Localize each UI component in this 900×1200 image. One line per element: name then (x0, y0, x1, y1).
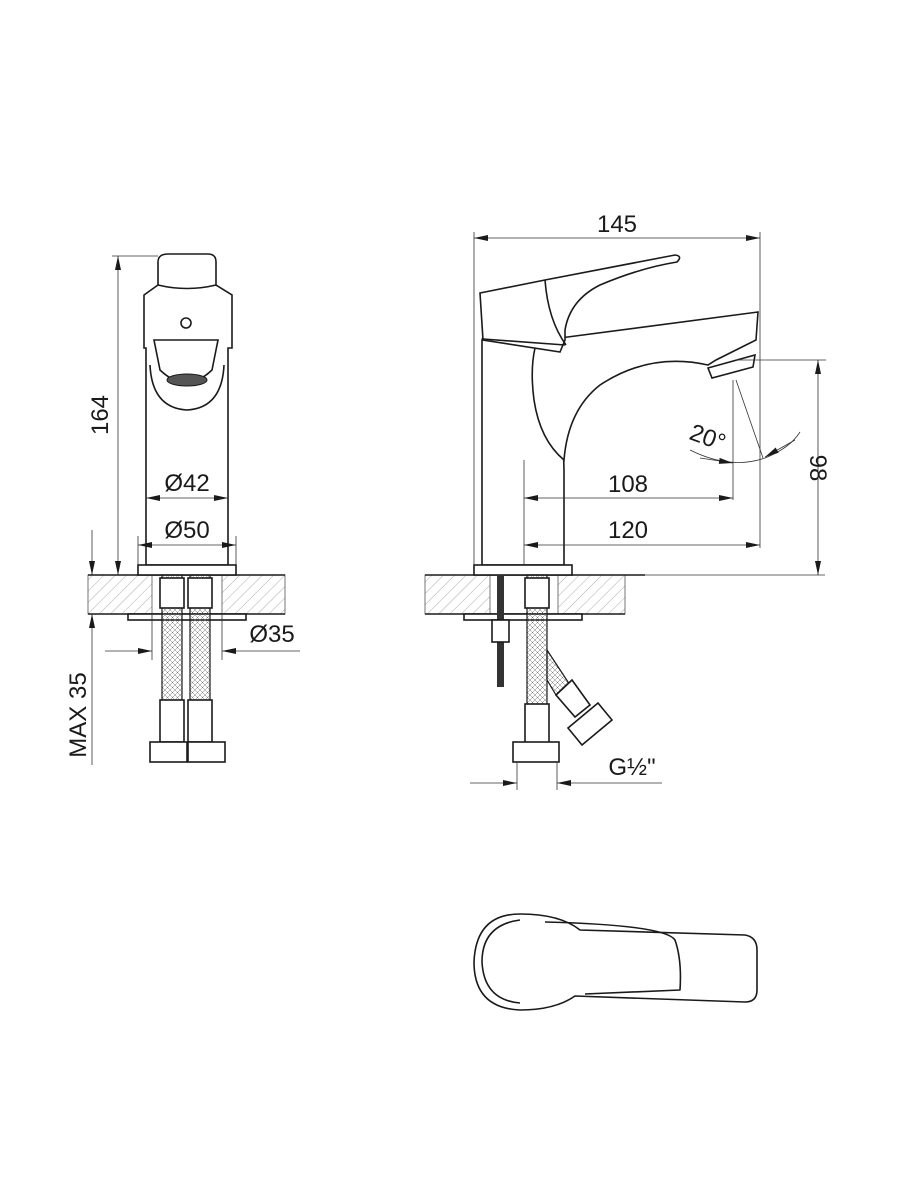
spout-height-label: 98 (804, 455, 831, 482)
faucet-top-outline (473, 913, 758, 1011)
countertop-section-right (221, 574, 286, 615)
height-dimension-label: 164 (87, 395, 114, 435)
front-view: 164 Ø42 Ø50 Ø35 MAX 35 (65, 253, 300, 765)
hole-diameter-label: Ø35 (249, 621, 294, 648)
lever-handle-side (479, 254, 681, 353)
aerator-side (706, 353, 756, 379)
connection-thread-label: G½" (608, 754, 655, 781)
supply-hoses-side (491, 574, 614, 763)
reach-dimension-label: 108 (608, 471, 648, 498)
base-plate (473, 564, 573, 576)
aerator-icon (166, 373, 208, 387)
base-diameter-label: Ø50 (164, 517, 209, 544)
mounting-plate (127, 613, 247, 621)
base-plate (137, 564, 237, 576)
width-dimension-label: 145 (597, 211, 637, 238)
supply-hoses (149, 574, 226, 763)
max-thickness-label: MAX 35 (65, 672, 92, 757)
side-view: 145 108 120 98 20° G½" (424, 211, 831, 790)
spout-diameter-label: Ø42 (164, 470, 209, 497)
top-view (473, 913, 758, 1011)
countertop-section-left (87, 574, 153, 615)
base-to-end-dimension-label: 120 (608, 517, 648, 544)
